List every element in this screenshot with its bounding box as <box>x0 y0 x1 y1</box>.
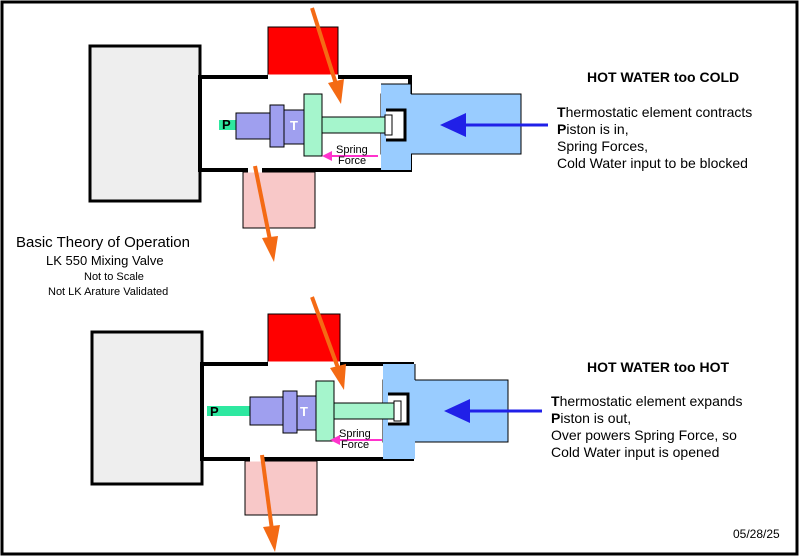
spring-label-bottom: Spring Force <box>339 429 371 451</box>
bottom-valve <box>90 296 542 552</box>
hot-inlet-bottom <box>267 313 341 363</box>
spring-label-top: Spring Force <box>336 145 368 167</box>
outlet-flow-arrowhead-top <box>262 236 278 262</box>
hot-flow-arrow-top <box>310 7 338 85</box>
top-line-2: Piston is in, <box>557 121 629 137</box>
thermo-label-bottom: T <box>300 404 308 419</box>
top-description: Thermostatic element contracts Piston is… <box>557 104 752 172</box>
bottom-line-1: Thermostatic element expands <box>551 393 743 409</box>
spring-force-arrowhead-top <box>322 151 332 161</box>
bottom-description: Thermostatic element expands Piston is o… <box>551 393 742 461</box>
piston-rod-bottom <box>207 406 253 416</box>
outlet-flow-arrow-top <box>253 165 272 241</box>
thermo-ring-top <box>269 104 285 148</box>
spring-label-bottom-1: Spring <box>339 428 371 440</box>
hot-flow-arrow-bottom <box>310 296 340 369</box>
top-heading: HOT WATER too COLD <box>587 69 740 85</box>
diagram-subtitle: LK 550 Mixing Valve <box>46 253 164 268</box>
piston-label-bottom: P <box>210 404 219 419</box>
top-valve <box>88 7 548 262</box>
piston-stem-top <box>321 116 393 134</box>
spring-force-arrowhead-bottom <box>330 435 340 445</box>
spring-label-top-1: Spring <box>336 144 368 156</box>
bottom-line-4: Cold Water input is opened <box>551 444 720 460</box>
thermo-base-bottom <box>249 396 287 426</box>
spring-label-top-2: Force <box>338 155 367 167</box>
spring-disc-bottom <box>315 380 335 442</box>
outlet-flow-arrow-bottom <box>260 454 274 531</box>
bottom-line-2: Piston is out, <box>551 410 632 426</box>
validation-note: Not LK Arature Validated <box>48 286 169 298</box>
spring-disc-top <box>303 93 323 157</box>
left-block-bottom <box>90 330 204 486</box>
cold-water-arrowhead-top <box>440 113 466 137</box>
thermo-base-top <box>235 112 273 140</box>
thermo-label-top: T <box>290 118 298 133</box>
date-stamp: 05/28/25 <box>733 527 780 541</box>
outlet-flow-arrowhead-bottom <box>263 525 280 552</box>
cold-cap-edge-top <box>381 83 412 94</box>
left-block-top <box>88 44 202 203</box>
spring-label-bottom-2: Force <box>341 439 370 451</box>
top-line-1: Thermostatic element contracts <box>557 104 753 120</box>
cold-water-arrowhead-bottom <box>444 399 470 423</box>
top-line-4: Cold Water input to be blocked <box>557 155 748 171</box>
stem-tip-top <box>384 114 393 136</box>
mixed-outlet-bottom <box>244 460 318 516</box>
stem-tip-bottom <box>393 400 402 422</box>
hot-flow-arrowhead-top <box>328 79 344 104</box>
mixed-outlet-top <box>242 171 316 229</box>
bottom-line-3: Over powers Spring Force, so <box>551 427 737 443</box>
bottom-heading: HOT WATER too HOT <box>587 359 730 375</box>
hot-flow-arrowhead-bottom <box>330 364 346 390</box>
piston-stem-bottom <box>333 402 397 420</box>
scale-note: Not to Scale <box>84 271 144 283</box>
top-line-3: Spring Forces, <box>557 138 649 154</box>
thermo-ring-bottom <box>282 390 298 434</box>
piston-label-top: P <box>222 117 231 132</box>
diagram-title: Basic Theory of Operation <box>16 234 190 251</box>
